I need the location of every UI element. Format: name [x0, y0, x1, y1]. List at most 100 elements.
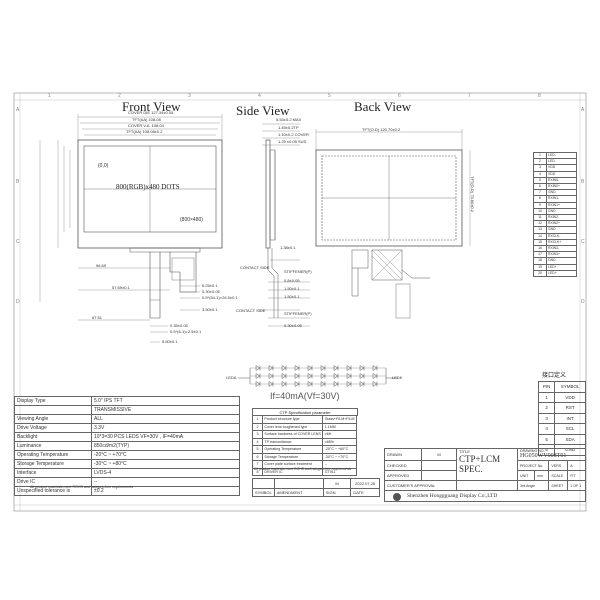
- unit-label: UNIT: [516, 470, 536, 481]
- title-label: TITLE: [459, 449, 470, 454]
- revision-mark: M: [322, 478, 352, 489]
- spec-label: Storage Temperature: [14, 459, 92, 469]
- border-number: 8: [538, 93, 541, 99]
- led-diode-icon: [333, 365, 339, 371]
- led-anode: LEDA: [226, 375, 237, 380]
- spec-label: Display Type: [14, 396, 92, 406]
- led-diode-icon: [255, 381, 261, 387]
- spec-label: Operating Temperature: [14, 450, 92, 460]
- ctp-spec-value: Glass+FILM+FILM: [322, 415, 357, 424]
- title-value-2: SPEC.: [459, 464, 483, 474]
- front-dim-bottom-2: 57.69±0.1: [112, 285, 130, 290]
- ctp-pin-number: 3: [537, 412, 556, 424]
- led-diode-icon: [320, 365, 326, 371]
- scale-label: SCALE: [548, 470, 569, 481]
- border-letter: B: [16, 179, 20, 185]
- spec-value: ±0.2: [91, 486, 240, 496]
- border-number: 4: [258, 93, 261, 99]
- ctp-spec-param: Product structure type: [261, 415, 324, 424]
- spec-value: 5.0" IPS TFT: [91, 396, 240, 406]
- side-contact-side-2: CONTACT SIDE: [236, 308, 266, 313]
- front-dim-left: 67.51: [92, 315, 103, 320]
- spec-label: Backlight: [14, 432, 92, 442]
- front-view-drawing: [39, 114, 223, 343]
- spec-value: 10*3=30 PCS LEDS VF=30V , IF=40mA: [91, 432, 240, 442]
- scale-value: FIT: [567, 470, 586, 481]
- ctp-pin-header: PIN: [537, 381, 556, 393]
- spec-row: Storage Temperature-30°C ~ +80°C: [14, 459, 240, 469]
- border-letter: A: [16, 107, 20, 113]
- side-view-title: Side View: [236, 103, 290, 118]
- ctp-interface-title: 接口定义: [542, 373, 567, 379]
- led-diode-icon: [268, 381, 274, 387]
- ctp-pin-number: 5: [537, 433, 556, 445]
- drawn-label: DRAWN: [384, 448, 422, 461]
- border-letter: C: [581, 239, 585, 245]
- back-dim-top: TFT(O.D) 120.70±0.2: [362, 127, 401, 132]
- rev-amendment-header: AMENDMENT: [273, 488, 324, 497]
- ctp-spec-value: GT911: [322, 467, 357, 476]
- front-dim-tft-aa-tol: TFT(AA) 108.08±0.2: [126, 129, 163, 134]
- led-diode-icon: [333, 373, 339, 379]
- side-d1: 0.8±0.05: [284, 278, 300, 283]
- front-dim-bottom-1: 96.69: [96, 263, 107, 268]
- ctp-spec-param: TP transmittance: [261, 437, 324, 446]
- customer-approval: CUSTOMER'S APPROVAL: [384, 480, 457, 491]
- led-diode-icon: [255, 365, 261, 371]
- led-current: If=40mA(Vf=30V): [270, 391, 340, 401]
- fpc-label-6: 0.5*(6-1)=2.5±0.1: [170, 329, 202, 334]
- spec-value: 3.3V: [91, 423, 240, 433]
- side-stiffener: STIFFENER(P): [284, 269, 312, 274]
- spec-label: [14, 405, 92, 415]
- border-number: 7: [468, 93, 471, 99]
- led-diode-icon: [346, 373, 352, 379]
- spec-row: TRANSMISSIVE: [14, 405, 240, 415]
- angle-label: 3rd Angle: [516, 480, 550, 491]
- ctp-spec-no: 3: [252, 430, 263, 439]
- rev-date-header: DATE: [350, 488, 380, 497]
- ctp-pin-signal: INT: [554, 412, 586, 424]
- drawing-no-label: DRAWING NO.: [520, 449, 545, 453]
- spec-value: -30°C ~ +80°C: [91, 459, 240, 469]
- led-diode-icon: [281, 381, 287, 387]
- side-d4: 0.30±0.05: [284, 323, 302, 328]
- ctp-pin-signal: SCL: [554, 423, 586, 435]
- company-logo-icon: [393, 492, 401, 501]
- checked-label: CHECKED: [384, 460, 422, 471]
- led-diode-icon: [255, 373, 261, 379]
- led-diode-icon: [320, 381, 326, 387]
- unit-value: mm: [534, 470, 550, 481]
- fpc-label-7: 5.50±0.1: [162, 339, 178, 344]
- border-letter: C: [16, 239, 20, 245]
- ctp-spec-no: 6: [252, 452, 263, 461]
- front-dim-cover-va: COVER V.A. 108.04: [128, 123, 164, 128]
- border-letter: D: [581, 299, 585, 305]
- back-dim-left: TFT(O.D) 75.80±0.2: [470, 176, 475, 212]
- ctp-spec-param: Storage Temperature: [261, 452, 324, 461]
- rev-symbol-header: SYMBOL: [252, 488, 275, 497]
- led-cathode: LEDK: [392, 375, 403, 380]
- spec-row: Operating Temperature-20°C ~ +70°C: [14, 450, 240, 460]
- back-view-drawing: [315, 129, 471, 319]
- lcd-pin-signal: LED+: [546, 269, 577, 278]
- rev-sign-header: SIGN: [322, 488, 352, 497]
- fpc-label-1: 6.25±0.1: [202, 283, 218, 288]
- spec-label: Viewing Angle: [14, 414, 92, 424]
- led-diode-icon: [346, 381, 352, 387]
- border-letter: B: [581, 179, 585, 185]
- front-dim-tft-aa: TFT(AA) 108.08: [132, 117, 161, 122]
- side-contact-side: CONTACT SIDE: [240, 265, 270, 270]
- ctp-pin-number: 1: [537, 391, 556, 403]
- ctp-spec-value: ≥6H: [322, 430, 357, 439]
- led-diode-icon: [268, 365, 274, 371]
